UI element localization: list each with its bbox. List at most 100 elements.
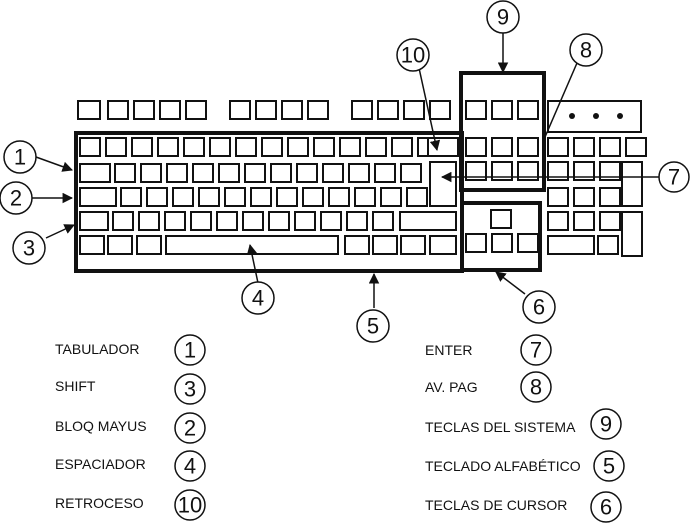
keyboard-key — [625, 137, 647, 157]
keyboard-key — [547, 161, 569, 181]
keyboard-key — [391, 137, 413, 157]
legend-number: 5 — [603, 454, 615, 479]
keyboard-key — [112, 211, 134, 231]
keyboard-key — [573, 211, 595, 231]
callout-9: 9 — [486, 0, 520, 34]
callout-3: 3 — [12, 231, 46, 265]
keyboard-key — [400, 235, 426, 255]
keyboard-key — [244, 163, 266, 183]
legend-number: 9 — [600, 412, 612, 437]
legend-label: BLOQ MAYUS — [55, 418, 147, 434]
keyboard-key — [465, 100, 487, 120]
keyboard-key — [281, 100, 303, 120]
callout-5-number: 5 — [367, 314, 379, 339]
keyboard-key — [320, 211, 342, 231]
keyboard-key — [136, 235, 162, 255]
legend-label: RETROCESO — [55, 495, 144, 511]
keyboard-key — [255, 100, 277, 120]
keyboard-key — [351, 100, 373, 120]
callout-10-number: 10 — [401, 43, 425, 68]
keyboard-key — [216, 211, 238, 231]
legend-number: 2 — [184, 416, 196, 441]
keyboard-key — [120, 187, 142, 207]
callout-6-number: 6 — [533, 295, 545, 320]
keyboard-key — [79, 235, 105, 255]
keyboard-key — [159, 100, 181, 120]
keyboard-key — [302, 187, 324, 207]
keyboard-key — [354, 187, 376, 207]
legend-item: TECLAS DE CURSOR 6 — [425, 491, 622, 523]
keyboard-key — [429, 100, 451, 120]
keyboard-key — [547, 187, 569, 207]
keyboard-key — [465, 137, 487, 157]
keyboard-key — [229, 100, 251, 120]
keyboard-key — [597, 235, 619, 255]
keyboard-key — [599, 137, 621, 157]
keyboard-key — [107, 235, 133, 255]
keyboard-key — [276, 187, 298, 207]
callout-6: 6 — [522, 290, 556, 324]
keyboard-key — [79, 211, 109, 231]
legend-label: TECLADO ALFABÉTICO — [425, 458, 581, 474]
keyboard-key — [491, 137, 513, 157]
legend-label: AV. PAG — [425, 379, 478, 395]
keyboard-key — [307, 100, 329, 120]
callout-7-number: 7 — [668, 165, 680, 190]
keyboard-key — [346, 211, 368, 231]
keyboard-key — [140, 163, 162, 183]
keyboard-key — [79, 187, 117, 207]
legend-item: TABULADOR 1 — [55, 334, 206, 366]
keyboard-key — [490, 209, 512, 229]
keyboard-key — [198, 187, 220, 207]
keyboard-key — [138, 211, 160, 231]
keyboard-key — [365, 137, 387, 157]
keyboard-key — [427, 137, 459, 157]
indicator-light — [569, 113, 575, 119]
legend-item: TECLADO ALFABÉTICO 5 — [425, 450, 625, 482]
keyboard-key — [79, 137, 101, 157]
legend-label: ESPACIADOR — [55, 456, 146, 472]
cursor-keys-frame — [460, 201, 542, 272]
legend-number: 10 — [178, 493, 202, 518]
keyboard-key — [270, 163, 292, 183]
keyboard-key — [599, 161, 621, 181]
keyboard-key — [429, 235, 457, 255]
keyboard-key — [491, 161, 513, 181]
keyboard-key — [465, 161, 487, 181]
keyboard-key — [224, 187, 246, 207]
callout-9-number: 9 — [497, 5, 509, 30]
legend-label: SHIFT — [55, 378, 96, 394]
keyboard-key — [491, 233, 513, 253]
keyboard-key — [374, 163, 396, 183]
legend-number: 8 — [530, 375, 542, 400]
keyboard-key — [372, 211, 394, 231]
keyboard-key — [164, 211, 186, 231]
keyboard-key — [599, 211, 621, 231]
callout-3-number: 3 — [23, 236, 35, 261]
callout-7: 7 — [658, 161, 690, 193]
keyboard-key — [105, 137, 127, 157]
keyboard-key — [399, 211, 457, 231]
keyboard-key — [322, 163, 344, 183]
legend-item: RETROCESO 10 — [55, 489, 206, 521]
keyboard-key — [268, 211, 290, 231]
legend-right: ENTER 7 AV. PAG 8 TECLAS DEL SISTEMA 9 T… — [425, 334, 625, 523]
callout-1-number: 1 — [14, 145, 26, 170]
keyboard-key — [190, 211, 212, 231]
keyboard-key — [573, 161, 595, 181]
legend-label: ENTER — [425, 342, 472, 358]
legend-number: 6 — [600, 495, 612, 520]
keyboard-key — [621, 211, 643, 257]
keyboard-key — [296, 163, 318, 183]
legend-item: TECLAS DEL SISTEMA 9 — [425, 408, 622, 440]
keyboard-key — [328, 187, 350, 207]
keyboard-keys — [77, 100, 647, 257]
legend-item: ENTER 7 — [425, 334, 552, 366]
callout-2: 2 — [0, 181, 33, 215]
keyboard-key — [547, 235, 595, 255]
legend-label: TECLAS DE CURSOR — [425, 497, 567, 513]
callout-2-number: 2 — [10, 186, 22, 211]
keyboard-key — [146, 187, 168, 207]
keyboard-key — [294, 211, 316, 231]
keyboard-key — [599, 187, 621, 207]
